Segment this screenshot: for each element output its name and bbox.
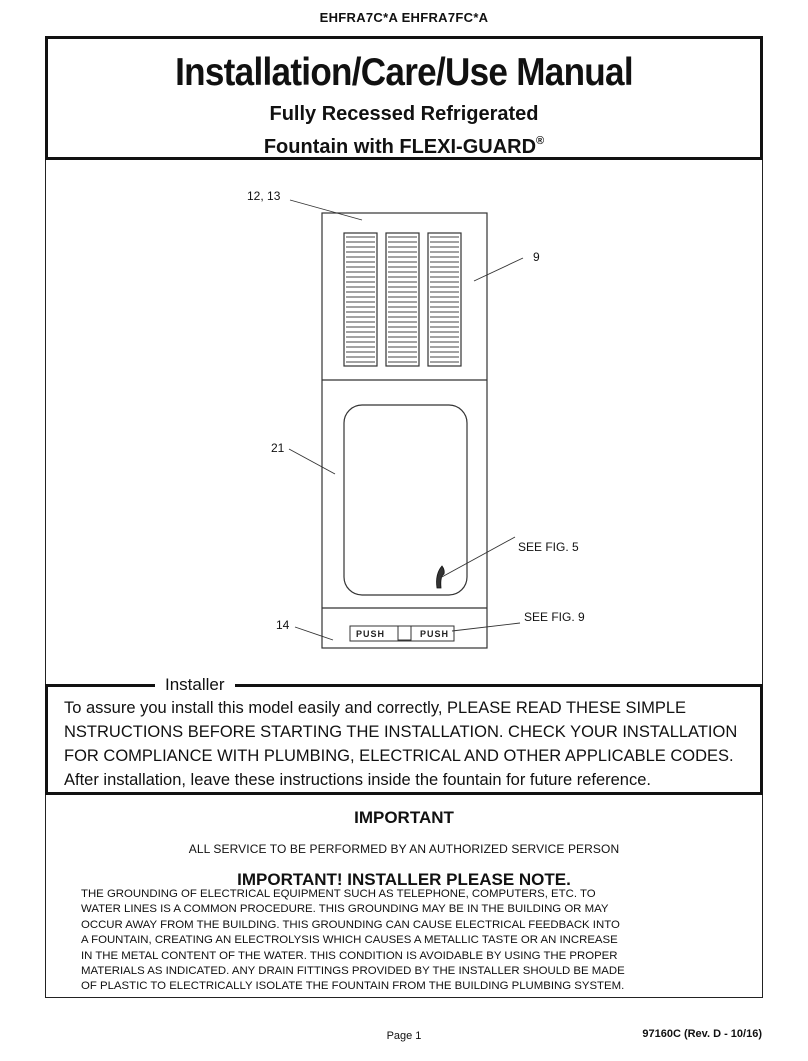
- push-center-square: [397, 625, 412, 641]
- registered-mark: ®: [536, 135, 545, 147]
- note-line: OCCUR AWAY FROM THE BUILDING. THIS GROUN…: [81, 918, 620, 931]
- grille-center: [385, 232, 420, 367]
- push-label-right: PUSH: [420, 629, 449, 639]
- important-section: IMPORTANT ALL SERVICE TO BE PERFORMED BY…: [45, 808, 763, 890]
- callout-see-fig-5: SEE FIG. 5: [518, 540, 579, 554]
- manual-title: Installation/Care/Use Manual: [175, 51, 633, 94]
- important-heading: IMPORTANT: [354, 808, 454, 827]
- note-line: IN THE METAL CONTENT OF THE WATER. THIS …: [81, 949, 618, 962]
- subtitle-line-1: Fully Recessed Refrigerated: [269, 103, 539, 125]
- installer-notice: To assure you install this model easily …: [45, 684, 763, 795]
- installer-line: FOR COMPLIANCE WITH PLUMBING, ELECTRICAL…: [64, 747, 734, 765]
- bubbler-icon: [436, 565, 445, 589]
- model-numbers: EHFRA7C*A EHFRA7FC*A: [319, 10, 489, 25]
- leader-see-fig-5: [439, 536, 516, 579]
- subtitle-line-2: Fountain with FLEXI-GUARD®: [48, 128, 760, 161]
- service-note: ALL SERVICE TO BE PERFORMED BY AN AUTHOR…: [188, 842, 620, 856]
- leader-see-fig-9: [451, 622, 521, 632]
- subtitle-line-2-text: Fountain with FLEXI-GUARD: [263, 136, 537, 158]
- installer-note-heading: IMPORTANT! INSTALLER PLEASE NOTE.: [237, 870, 571, 889]
- leader-12-13: [289, 199, 363, 221]
- cabinet-outline: [321, 212, 488, 649]
- installer-line: After installation, leave these instruct…: [64, 771, 651, 789]
- callout-see-fig-9: SEE FIG. 9: [524, 610, 585, 624]
- leader-21: [288, 448, 336, 475]
- installer-line: NSTRUCTIONS BEFORE STARTING THE INSTALLA…: [64, 723, 738, 741]
- content-frame: [45, 160, 763, 998]
- leader-14: [294, 626, 334, 641]
- callout-21: 21: [271, 441, 285, 455]
- product-subtitle: Fully Recessed Refrigerated Fountain wit…: [48, 101, 760, 161]
- callout-12-13: 12, 13: [247, 189, 281, 203]
- installer-line: To assure you install this model easily …: [64, 699, 687, 717]
- note-line: THE GROUNDING OF ELECTRICAL EQUIPMENT SU…: [81, 888, 596, 900]
- fountain-illustration: PUSH PUSH: [288, 199, 524, 649]
- basin-outline: [343, 404, 468, 596]
- note-line: MATERIALS AS INDICATED. ANY DRAIN FITTIN…: [81, 965, 625, 978]
- callout-14: 14: [276, 618, 290, 632]
- title-block: Installation/Care/Use Manual Fully Reces…: [45, 36, 763, 160]
- grille-left: [343, 232, 378, 367]
- callout-9: 9: [533, 250, 540, 264]
- fountain-figure: PUSH PUSH 12, 13 9 21 SEE FIG. 5 14 SEE …: [247, 189, 585, 649]
- grounding-note: THE GROUNDING OF ELECTRICAL EQUIPMENT SU…: [81, 887, 726, 995]
- leader-9: [473, 257, 524, 282]
- grille-right: [427, 232, 462, 367]
- note-line: A FOUNTAIN, CREATING AN ELECTROLYSIS WHI…: [81, 934, 618, 947]
- note-line: OF PLASTIC TO ELECTRICALLY ISOLATE THE F…: [81, 980, 625, 993]
- page-number: Page 1: [386, 1030, 422, 1042]
- note-line: WATER LINES IS A COMMON PROCEDURE. THIS …: [81, 903, 609, 916]
- document-number: 97160C (Rev. D - 10/16): [642, 1028, 762, 1040]
- installer-label: Installer: [155, 675, 235, 695]
- push-label-left: PUSH: [356, 629, 385, 639]
